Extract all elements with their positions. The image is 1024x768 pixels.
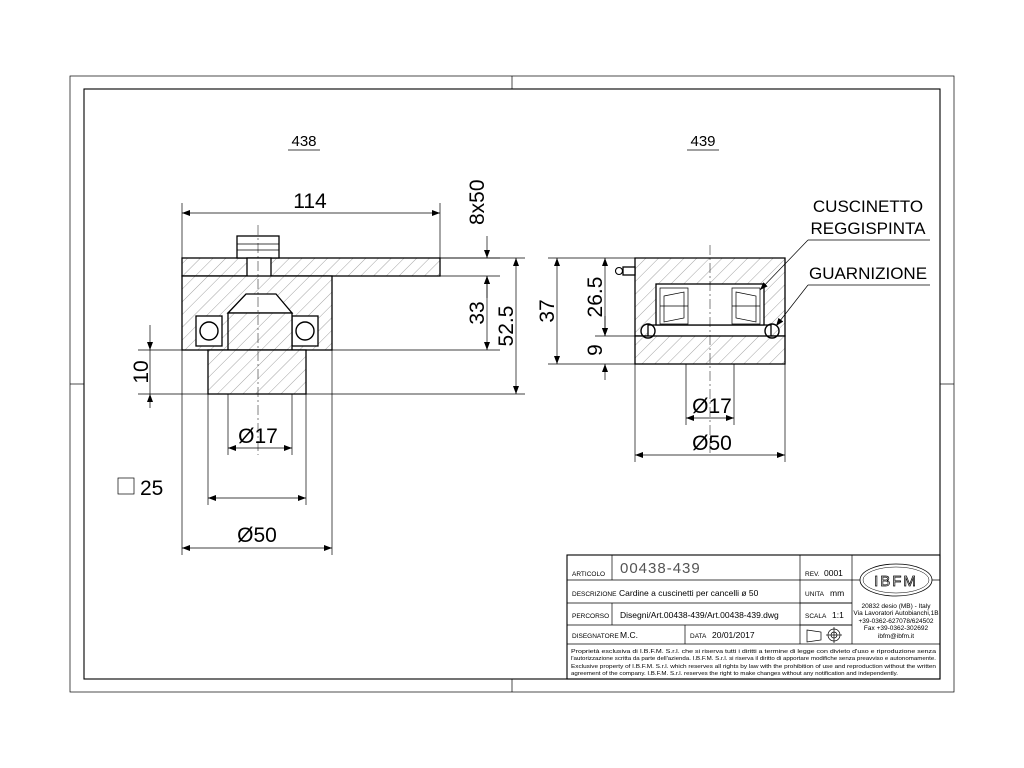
- hinge-438-section: [181, 225, 441, 455]
- tb-address-3: +39-0362-627078/624502: [858, 618, 933, 625]
- hinge-439-dimensions: 37 26.5 9 Ø17 Ø50: [536, 257, 786, 462]
- svg-text:IBFM: IBFM: [874, 573, 918, 590]
- tb-percorso-value: Disegni/Art.00438-439/Art.00438-439.dwg: [620, 610, 779, 620]
- dim-dia-50-left: Ø50: [237, 524, 277, 547]
- tb-rev-label: REV.: [805, 571, 820, 578]
- tb-disegnatore-label: DISEGNATORE: [572, 633, 619, 640]
- dim-8x50: 8x50: [466, 179, 489, 225]
- tb-scala-label: SCALA: [805, 613, 827, 620]
- label-cuscinetto: CUSCINETTO: [813, 197, 923, 216]
- tb-percorso-label: PERCORSO: [572, 613, 609, 620]
- dim-33: 33: [466, 301, 489, 324]
- tb-disegnatore-value: M.C.: [620, 630, 638, 640]
- tb-descrizione-label: DESCRIZIONE: [572, 591, 617, 598]
- tb-articolo-label: ARTICOLO: [572, 571, 605, 578]
- callouts: CUSCINETTO REGGISPINTA GUARNIZIONE: [759, 197, 930, 327]
- label-reggispinta: REGGISPINTA: [811, 219, 927, 238]
- label-guarnizione: GUARNIZIONE: [809, 264, 927, 283]
- tb-scala-value: 1:1: [832, 610, 844, 620]
- tb-note-3: Exclusive property of I.B.F.M. S.r.l. wh…: [571, 664, 936, 670]
- tb-descrizione-value: Cardine a cuscinetti per cancelli ø 50: [619, 588, 759, 598]
- view-id-438: 438: [291, 133, 316, 150]
- tb-note-4: agreement of the company. I.B.F.M. S.r.l…: [571, 671, 898, 677]
- dim-26-5: 26.5: [584, 277, 607, 318]
- tb-address-5: ibfm@ibfm.it: [878, 633, 914, 640]
- dim-square-25: 25: [140, 477, 163, 500]
- hinge-439-section: [614, 245, 786, 455]
- ibfm-logo: IBFM: [859, 563, 933, 597]
- dim-37: 37: [536, 299, 559, 322]
- tb-data-label: DATA: [690, 633, 707, 640]
- tb-unita-label: UNITA: [805, 591, 825, 598]
- tb-address-2: Via Lavoratori Autobianchi,1B: [853, 610, 938, 617]
- view-id-439: 439: [690, 133, 715, 150]
- projection-symbol-icon: [806, 627, 842, 643]
- dim-114: 114: [293, 190, 327, 213]
- dim-52-5: 52.5: [495, 306, 518, 347]
- tb-address-4: Fax +39-0362-302692: [864, 625, 929, 632]
- sheet-frame: [69, 75, 955, 693]
- dim-dia-17-right: Ø17: [692, 395, 732, 418]
- tb-note-2: l'autorizzazione scritta da parte dell'a…: [571, 656, 936, 662]
- tb-address-1: 20832 desio (MB) - Italy: [861, 603, 931, 610]
- title-block: ARTICOLO 00438-439 REV. 0001 DESCRIZIONE…: [566, 554, 941, 680]
- dim-10: 10: [130, 360, 153, 383]
- tb-rev-value: 0001: [824, 568, 843, 578]
- hinge-438-dimensions: 114 8x50 33 52.5 10 Ø17 25: [117, 179, 525, 555]
- tb-note-1: Proprietà esclusiva di I.B.F.M. S.r.l. c…: [571, 649, 937, 655]
- tb-unita-value: mm: [830, 588, 844, 598]
- tb-data-value: 20/01/2017: [712, 630, 755, 640]
- tb-articolo-value: 00438-439: [620, 560, 701, 577]
- dim-dia-50-right: Ø50: [692, 432, 732, 455]
- dim-9: 9: [584, 344, 607, 356]
- dim-dia-17-left: Ø17: [238, 425, 278, 448]
